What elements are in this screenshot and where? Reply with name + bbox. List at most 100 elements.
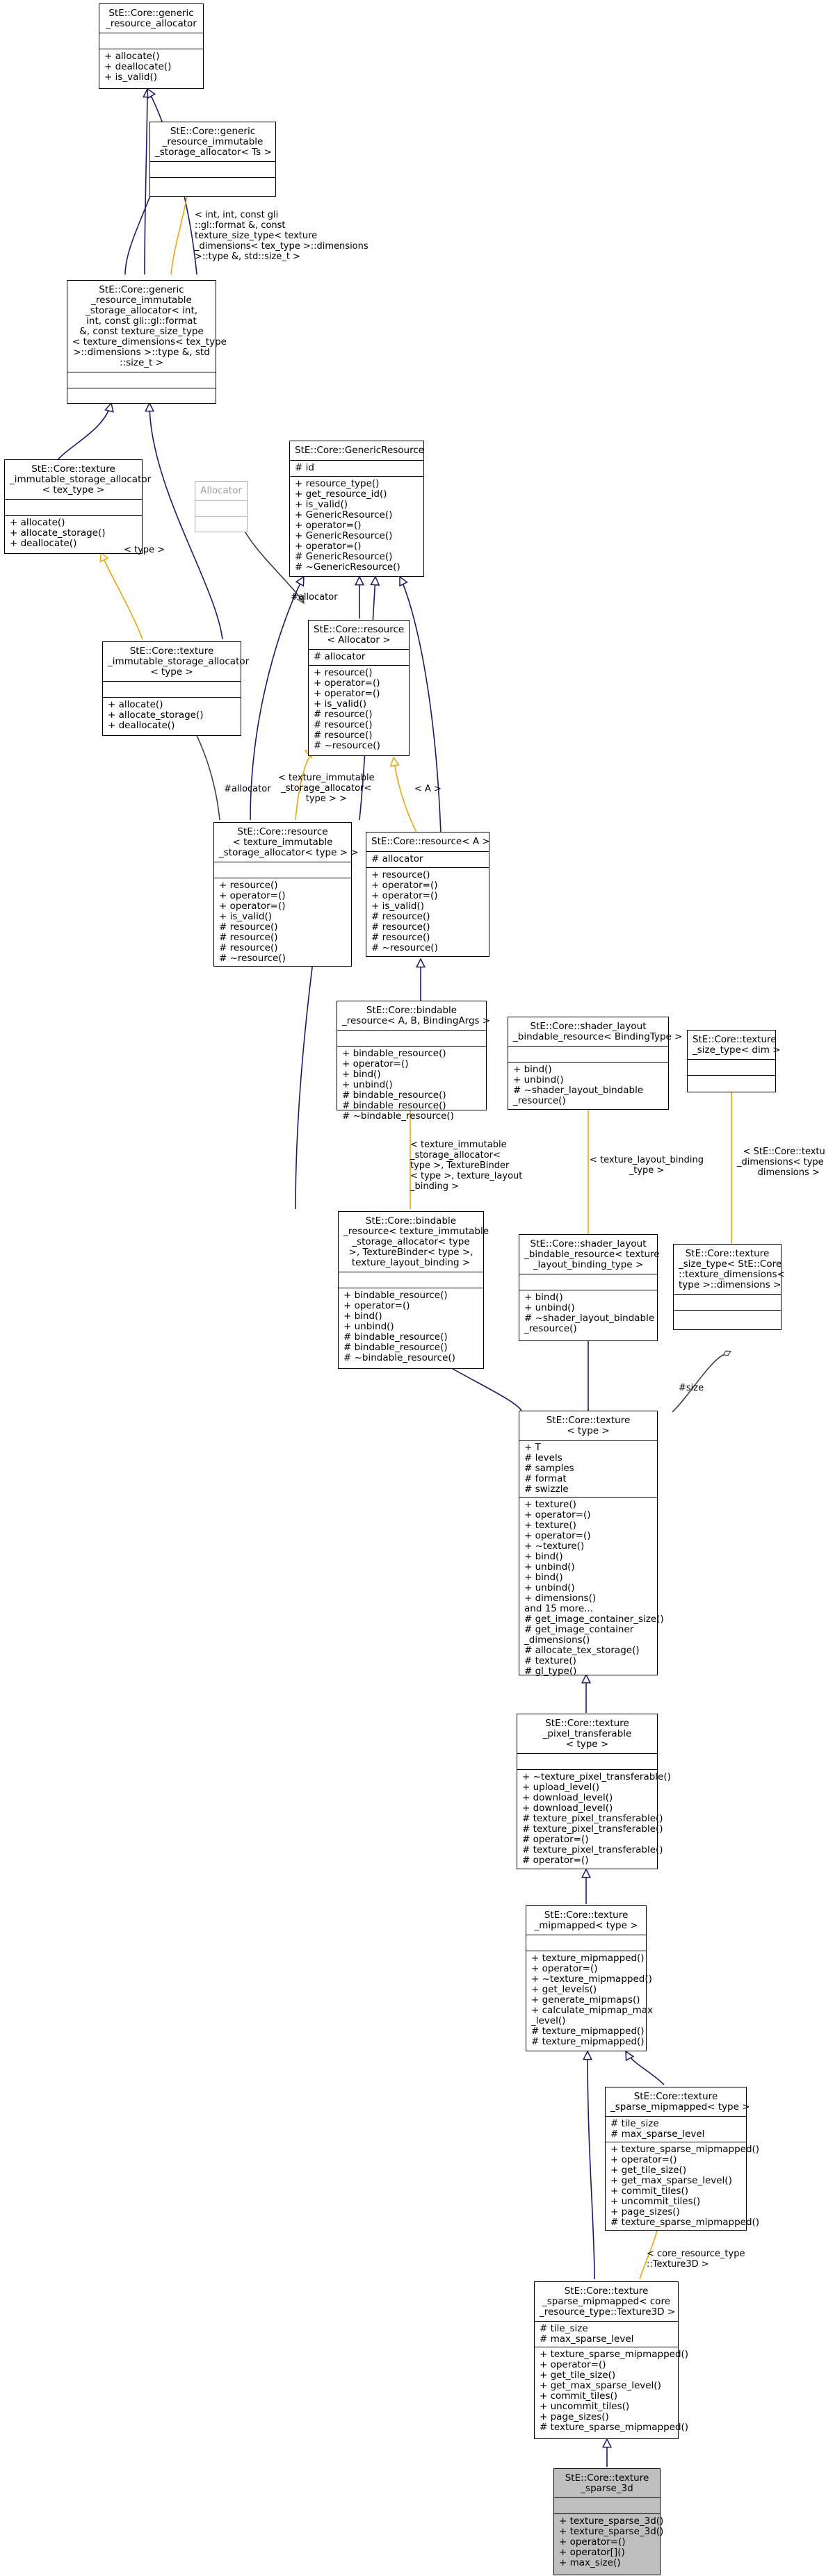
- node-title: StE::Core::resource< texture_immutable_s…: [214, 823, 359, 862]
- node-attributes: # allocator: [366, 852, 489, 868]
- node-methods: [195, 517, 247, 532]
- class-bindable-resource-texture[interactable]: StE::Core::bindable_resource< texture_im…: [338, 1211, 489, 1369]
- node-title: StE::Core::texture_immutable_storage_all…: [5, 460, 151, 500]
- node-title: StE::Core::generic_resource_immutable_st…: [67, 281, 227, 372]
- node-attributes: [150, 162, 275, 178]
- class-resource-texture-allocator[interactable]: StE::Core::resource< texture_immutable_s…: [213, 822, 359, 967]
- edge-label-res-a: < A >: [414, 784, 442, 794]
- class-texture-pixel-transferable[interactable]: StE::Core::texture_pixel_transferable< t…: [517, 1714, 671, 1869]
- node-title: StE::Core::bindable_resource< texture_im…: [339, 1212, 489, 1272]
- class-texture-mipmapped[interactable]: StE::Core::texture_mipmapped< type > + t…: [526, 1905, 653, 2051]
- edge-inherit: [588, 2051, 595, 2280]
- edge-label-shader-spec: < texture_layout_binding_type >: [590, 1155, 704, 1176]
- node-title: StE::Core::generic_resource_allocator: [99, 4, 203, 33]
- class-generic-resource-immutable-storage-allocator-ts[interactable]: StE::Core::generic_resource_immutable_st…: [149, 122, 276, 197]
- class-texture-sparse-3d[interactable]: StE::Core::texture_sparse_3d + texture_s…: [553, 2468, 664, 2575]
- edge-label-tex-type: < type >: [124, 545, 165, 555]
- node-attributes: + T# levels# samples# format# swizzle: [519, 1441, 657, 1498]
- class-allocator-external[interactable]: Allocator: [195, 481, 248, 532]
- edge-label-bindable-spec: < texture_immutable_storage_allocator<ty…: [410, 1140, 523, 1192]
- class-texture-size-type-dim[interactable]: StE::Core::texture_size_type< dim >: [687, 1030, 781, 1092]
- node-title: StE::Core::texture_sparse_3d: [554, 2469, 660, 2498]
- edge-template: [295, 756, 311, 821]
- node-methods: [688, 1076, 775, 1091]
- node-attributes: [195, 501, 247, 517]
- node-attributes: [67, 372, 216, 388]
- node-title: StE::Core::resource< Allocator >: [309, 621, 409, 650]
- edge-label-size-member: #size: [679, 1383, 704, 1393]
- node-attributes: # id: [290, 461, 423, 477]
- node-attributes: [517, 1754, 657, 1770]
- class-texture-immutable-storage-allocator-tex-type[interactable]: StE::Core::texture_immutable_storage_all…: [4, 459, 151, 554]
- edge-inherit: [250, 577, 304, 821]
- class-shader-layout-bindable-resource-bindingtype[interactable]: StE::Core::shader_layout_bindable_resour…: [508, 1017, 682, 1110]
- node-title: StE::Core::resource< A >: [366, 832, 490, 852]
- node-methods: [674, 1311, 781, 1326]
- edge-usage: [672, 1355, 723, 1413]
- node-attributes: [508, 1047, 668, 1063]
- node-methods: + texture()+ operator=()+ texture()+ ope…: [524, 1499, 664, 1677]
- node-methods: + allocate()+ allocate_storage()+ deallo…: [108, 699, 204, 731]
- node-title: StE::Core::texture_immutable_storage_all…: [103, 642, 249, 682]
- node-attributes: [554, 2498, 660, 2514]
- node-methods: + resource()+ operator=()+ operator=()+ …: [371, 869, 438, 953]
- node-methods: [150, 178, 275, 193]
- node-methods: + allocate()+ deallocate()+ is_valid(): [104, 51, 172, 83]
- class-texture-sparse-mipmapped-type[interactable]: StE::Core::texture_sparse_mipmapped< typ…: [605, 2087, 760, 2231]
- class-generic-resource-allocator[interactable]: StE::Core::generic_resource_allocator + …: [99, 3, 204, 89]
- class-texture-immutable-storage-allocator-type[interactable]: StE::Core::texture_immutable_storage_all…: [102, 641, 249, 736]
- node-methods: + texture_sparse_3d()+ texture_sparse_3d…: [559, 2516, 664, 2568]
- node-attributes: # allocator: [309, 650, 409, 666]
- node-methods: + texture_sparse_mipmapped()+ operator=(…: [610, 2144, 760, 2228]
- node-methods: + allocate()+ allocate_storage()+ deallo…: [10, 517, 106, 549]
- node-attributes: [103, 682, 241, 698]
- node-methods: + resource_type()+ get_resource_id()+ is…: [295, 478, 400, 573]
- class-texture-type[interactable]: StE::Core::texture< type > + T# levels# …: [519, 1411, 664, 1677]
- edge-template: [394, 757, 418, 835]
- node-attributes: [99, 33, 203, 49]
- class-resource-a[interactable]: StE::Core::resource< A > # allocator + r…: [366, 832, 490, 957]
- node-title: Allocator: [195, 482, 247, 501]
- node-attributes: [5, 500, 142, 516]
- class-texture-sparse-mipmapped-texture3d[interactable]: StE::Core::texture_sparse_mipmapped< cor…: [534, 2281, 689, 2439]
- class-texture-size-type-spec[interactable]: StE::Core::texture_size_type< StE::Core:…: [673, 1244, 785, 1330]
- node-attributes: [214, 862, 351, 878]
- node-attributes: [674, 1295, 781, 1311]
- edge-inherit: [55, 403, 111, 463]
- node-methods: + bind()+ unbind()# ~shader_layout_binda…: [524, 1292, 655, 1334]
- class-bindable-resource-a-b[interactable]: StE::Core::bindable_resource< A, B, Bind…: [337, 1001, 490, 1122]
- node-attributes: [337, 1031, 486, 1047]
- class-generic-resource-immutable-storage-allocator-spec[interactable]: StE::Core::generic_resource_immutable_st…: [67, 280, 227, 404]
- edge-inherit: [626, 2051, 665, 2085]
- edge-label-texture3d: < core_resource_type::Texture3D >: [647, 2249, 745, 2270]
- node-title: StE::Core::texture_sparse_mipmapped< cor…: [535, 2282, 678, 2322]
- node-attributes: [339, 1272, 483, 1288]
- class-shader-layout-bindable-resource-texture[interactable]: StE::Core::shader_layout_bindable_resour…: [519, 1234, 660, 1341]
- class-generic-resource[interactable]: StE::Core::GenericResource # id + resour…: [289, 441, 424, 577]
- edge-inherit: [145, 89, 147, 275]
- node-attributes: # tile_size# max_sparse_level: [535, 2322, 678, 2347]
- edge-label-allocator-1: #allocator: [291, 592, 338, 602]
- edge-label-gen-alloc-spec: < int, int, const gli::gl::format &, con…: [195, 210, 369, 262]
- node-title: StE::Core::GenericResource: [290, 441, 424, 461]
- node-methods: + texture_sparse_mipmapped()+ operator=(…: [540, 2349, 689, 2433]
- node-methods: + bind()+ unbind()# ~shader_layout_binda…: [513, 1064, 644, 1106]
- edge-label-res-texalloc: < texture_immutable_storage_allocator<ty…: [278, 773, 375, 804]
- node-title: StE::Core::generic_resource_immutable_st…: [150, 122, 275, 162]
- edge-inherit: [400, 577, 443, 911]
- node-title: StE::Core::bindable_resource< A, B, Bind…: [337, 1001, 490, 1031]
- edge-label-allocator-2: #allocator: [224, 784, 271, 794]
- node-title: StE::Core::texture_size_type< dim >: [688, 1031, 781, 1060]
- node-title: StE::Core::texture< type >: [519, 1411, 657, 1441]
- node-methods: + bindable_resource()+ operator=()+ bind…: [342, 1048, 454, 1122]
- node-title: StE::Core::texture_mipmapped< type >: [526, 1906, 646, 1935]
- node-title: StE::Core::shader_layout_bindable_resour…: [519, 1235, 660, 1274]
- class-resource-allocator[interactable]: StE::Core::resource< Allocator > # alloc…: [308, 620, 410, 756]
- node-attributes: [526, 1935, 646, 1951]
- node-methods: + resource()+ operator=()+ operator=()+ …: [219, 880, 286, 964]
- edge-inherit: [149, 403, 223, 640]
- node-title: StE::Core::texture_pixel_transferable< t…: [517, 1714, 657, 1754]
- edge-label-size-spec: < StE::Core::texture_dimensions< type >:…: [737, 1147, 826, 1178]
- edge-template: [101, 552, 143, 640]
